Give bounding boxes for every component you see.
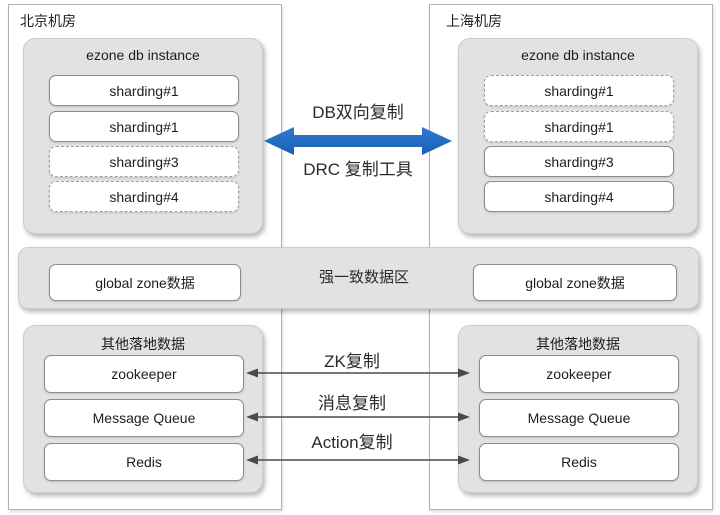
landing-data-panel-title: 其他落地数据 [101,336,185,352]
global-zone-band: global zone数据 强一致数据区 global zone数据 [18,247,699,309]
shard-row: sharding#1 [49,75,239,106]
shard-row: sharding#3 [484,146,674,177]
ezone-db-panel-left: ezone db instance sharding#1 sharding#1 … [23,38,263,234]
db-bidirectional-arrow-icon [264,127,452,155]
ezone-db-panel-title: ezone db instance [521,47,635,63]
strong-consistency-label: 强一致数据区 [318,269,409,286]
action-replication-label: Action复制 [311,433,393,452]
shard-row: sharding#4 [49,181,239,212]
ezone-db-panel-right: ezone db instance sharding#1 sharding#1 … [458,38,698,234]
drc-tool-label: DRC 复制工具 [303,160,413,179]
landing-data-panel-left: 其他落地数据 zookeeper Message Queue Redis [23,325,263,493]
landing-row: zookeeper [479,355,679,393]
landing-row: Message Queue [479,399,679,437]
landing-row: Message Queue [44,399,244,437]
shard-row: sharding#1 [484,75,674,106]
zk-replication-label: ZK复制 [324,352,380,371]
shard-row: sharding#1 [49,111,239,142]
ezone-db-panel-title: ezone db instance [86,47,200,63]
shard-row: sharding#1 [484,111,674,142]
replication-arrow-icon [246,412,470,422]
shard-row: sharding#3 [49,146,239,177]
global-zone-box-right: global zone数据 [473,264,677,301]
landing-row: Redis [44,443,244,481]
landing-data-panel-title: 其他落地数据 [536,336,620,352]
replication-arrow-icon [246,455,470,465]
landing-row: zookeeper [44,355,244,393]
datacenter-title-shanghai: 上海机房 [446,13,502,29]
landing-data-panel-right: 其他落地数据 zookeeper Message Queue Redis [458,325,698,493]
db-replication-label: DB双向复制 [312,103,404,122]
replication-arrow-icon [246,368,470,378]
datacenter-title-beijing: 北京机房 [20,13,76,29]
message-replication-label: 消息复制 [318,394,386,413]
shard-row: sharding#4 [484,181,674,212]
global-zone-box-left: global zone数据 [49,264,241,301]
landing-row: Redis [479,443,679,481]
